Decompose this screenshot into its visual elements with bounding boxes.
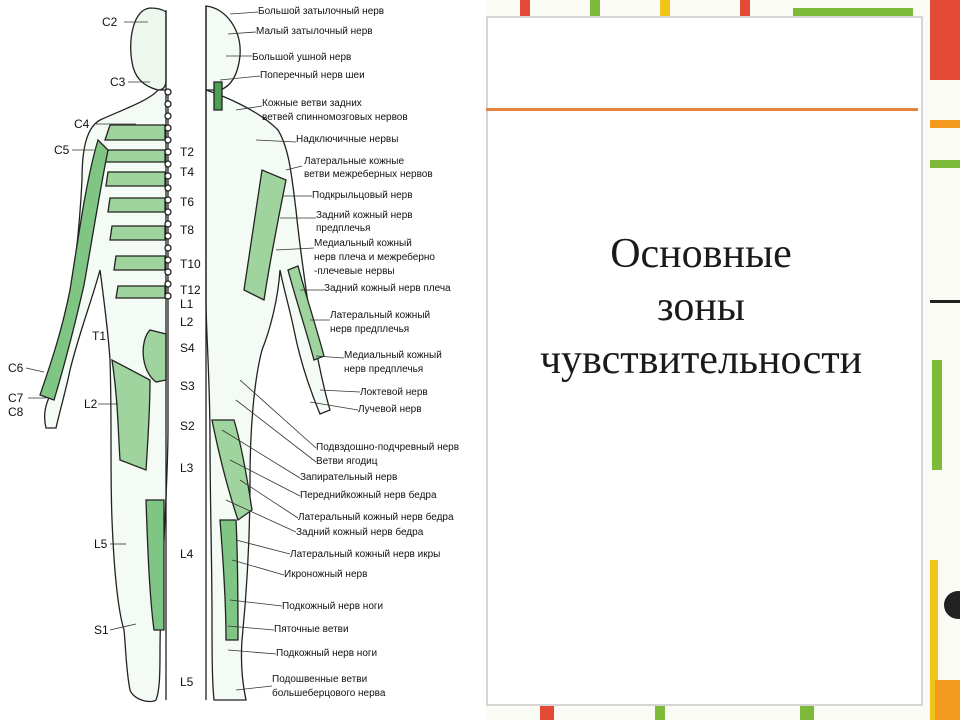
zone-back-calf	[219, 519, 239, 641]
segment-label-l5-left: L5	[94, 537, 108, 551]
nerve-label: ветви межреберных нервов	[304, 169, 433, 180]
segment-label-c4: C4	[74, 117, 90, 131]
nerve-label: Задний кожный нерв бедра	[296, 527, 424, 538]
zone-t12	[115, 285, 166, 299]
nerve-label: Ветви ягодиц	[316, 456, 378, 467]
slide-title-line: Основные	[610, 231, 792, 277]
nerve-label: Латеральный кожный нерв икры	[290, 549, 441, 560]
nerve-label: Латеральный кожный	[330, 310, 431, 321]
nerve-label: Большой затылочный нерв	[258, 6, 385, 17]
nerve-label: нерв предплечья	[344, 364, 424, 375]
zone-t8	[109, 225, 166, 241]
nerve-label: Большой ушной нерв	[252, 52, 352, 63]
zone-back-forearm	[287, 265, 325, 361]
slide-title-line: чувствительности	[539, 337, 863, 383]
nerve-label: Пяточные ветви	[274, 624, 349, 635]
slide-title-line: зоны	[656, 284, 746, 330]
segment-label-s1: S1	[94, 623, 109, 637]
title-card	[486, 16, 923, 706]
segment-label-l2: L2	[180, 315, 194, 329]
nerve-label: Латеральные кожные	[304, 156, 405, 167]
nerve-label: Подвздошно-подчревный нерв	[316, 442, 460, 453]
segment-label-s4: S4	[180, 341, 195, 355]
back-head	[205, 5, 241, 91]
nerve-label: Локтевой нерв	[360, 387, 428, 398]
nerve-label: Медиальный кожный	[314, 238, 412, 249]
segment-label-t12: T12	[180, 283, 201, 297]
segment-label-l2-left: L2	[84, 397, 98, 411]
nerve-label: Подошвенные ветви	[272, 674, 368, 685]
segment-label-l5-bottom: L5	[180, 675, 194, 689]
segment-label-s2: S2	[180, 419, 195, 433]
segment-label-s3: S3	[180, 379, 195, 393]
segment-label-c3: C3	[110, 75, 126, 89]
segment-label-l1: L1	[180, 297, 194, 311]
zone-l2	[111, 358, 151, 471]
segment-label-t6: T6	[180, 195, 195, 209]
zone-t10	[113, 255, 166, 271]
body-drawing	[25, 5, 361, 703]
nerve-label: Медиальный кожный	[344, 350, 442, 361]
nerve-label: Кожные ветви задних	[262, 98, 362, 109]
nerve-label: Подкрыльцовый нерв	[312, 190, 413, 201]
segment-label-t4: T4	[180, 165, 195, 179]
segment-label-t8: T8	[180, 223, 195, 237]
segment-label-c2: C2	[102, 15, 118, 29]
title-divider	[486, 108, 918, 111]
zone-t4	[105, 171, 166, 187]
zone-arm-front	[39, 138, 109, 401]
dermatome-figure: C2 C3 C4 C5 C6 C7 C8 T1 L2 L5 S1 L5 T2 T…	[8, 5, 460, 703]
zone-neck	[213, 81, 223, 111]
nerve-label: нерв плеча и межреберно	[314, 252, 435, 263]
segment-label-t1: T1	[92, 329, 107, 343]
segment-label-c6: C6	[8, 361, 24, 375]
zone-back-arm	[243, 169, 287, 301]
nerve-label: Подкожный нерв ноги	[276, 648, 378, 659]
nerve-label: Икроножный нерв	[284, 569, 368, 580]
segment-label-t10: T10	[180, 257, 201, 271]
nerve-label: Латеральный кожный нерв бедра	[298, 512, 454, 523]
slide-title: Основные зоны чувствительности	[486, 228, 916, 387]
nerve-label: Малый затылочный нерв	[256, 26, 373, 37]
nerve-label: Задний кожный нерв	[316, 210, 413, 221]
nerve-label: Надключичные нервы	[296, 134, 399, 145]
zone-c4	[104, 124, 166, 141]
zone-s4	[142, 329, 167, 383]
segment-label-l4: L4	[180, 547, 194, 561]
nerve-label: Поперечный нерв шеи	[260, 70, 365, 81]
nerve-label: предплечья	[316, 223, 371, 234]
segment-label-l3: L3	[180, 461, 194, 475]
segment-label-c5: C5	[54, 143, 70, 157]
nerve-label: Запирательный нерв	[300, 472, 398, 483]
segment-label-c7: C7	[8, 391, 24, 405]
nerve-label: большеберцового нерва	[272, 688, 386, 699]
nerve-label: Задний кожный нерв плеча	[324, 283, 451, 294]
zone-l4	[145, 499, 165, 631]
nerve-label: Лучевой нерв	[358, 404, 422, 415]
zone-t6	[107, 197, 166, 213]
zone-back-thigh	[211, 419, 253, 522]
nerve-label: нерв предплечья	[330, 324, 410, 335]
segment-label-t2: T2	[180, 145, 195, 159]
nerve-label: ветвей спинномозговых нервов	[262, 112, 408, 123]
front-head	[130, 7, 167, 91]
nerve-label: -плечевые нервы	[314, 266, 395, 277]
segment-label-c8: C8	[8, 405, 24, 419]
nerve-label: Подкожный нерв ноги	[282, 601, 384, 612]
nerve-label: Переднийкожный нерв бедра	[300, 490, 437, 501]
